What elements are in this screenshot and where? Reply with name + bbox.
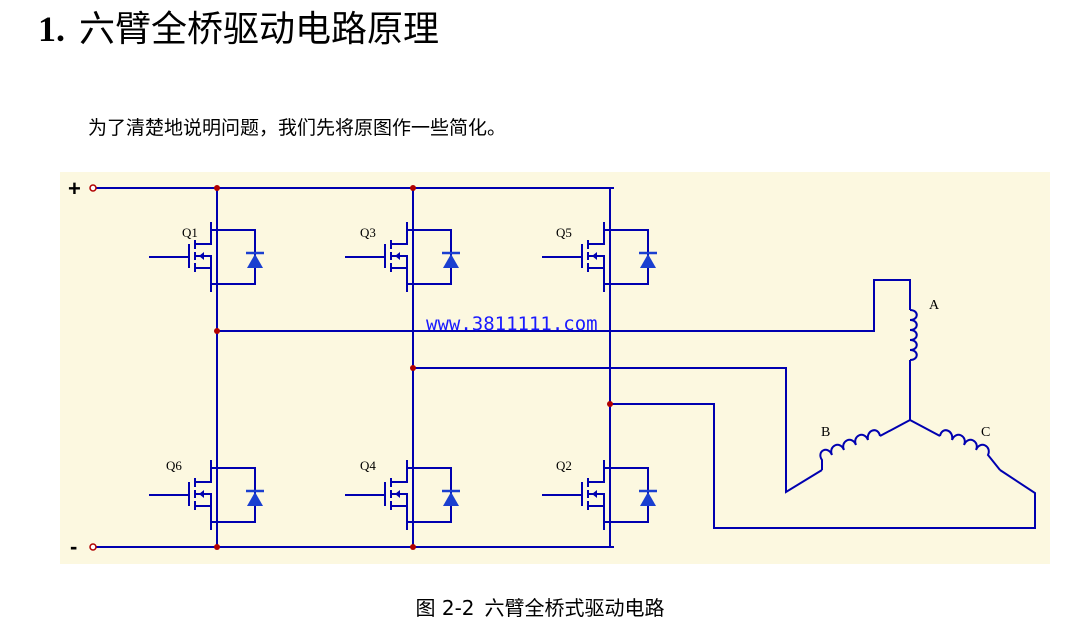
phase-b-wire [413,367,823,494]
phase-a-wire [217,279,911,332]
winding-b-coil [819,429,881,470]
section-title: 六臂全桥驱动电路原理 [79,9,440,50]
label-q3: Q3 [360,225,376,240]
winding-a-label: A [929,298,940,313]
transistor-q1 [147,220,266,294]
positive-rail-label: + [68,176,81,201]
section-heading: 1. 六臂全桥驱动电路原理 [38,6,439,53]
winding-a-coil [909,309,918,361]
caption-label: 图 2-2 [415,596,475,620]
caption-title: 六臂全桥式驱动电路 [484,596,665,620]
label-q4: Q4 [360,458,376,473]
positive-terminal [89,184,97,192]
label-q1: Q1 [182,225,198,240]
winding-c-label: C [981,425,990,440]
winding-b-label: B [821,425,830,440]
negative-terminal [89,543,97,551]
label-q5: Q5 [556,225,572,240]
figure-caption: 图 2-2 六臂全桥式驱动电路 [0,594,1080,623]
label-q2: Q2 [556,458,572,473]
phase-c-wire [610,403,1036,529]
label-q6: Q6 [166,458,182,473]
junction-nodes [214,185,613,550]
watermark: www.3811111.com [426,313,598,335]
winding-c-coil [939,429,1001,471]
negative-rail-label: - [70,534,77,559]
intro-paragraph: 为了清楚地说明问题，我们先将原图作一些简化。 [88,117,507,139]
section-number: 1. [38,9,65,49]
